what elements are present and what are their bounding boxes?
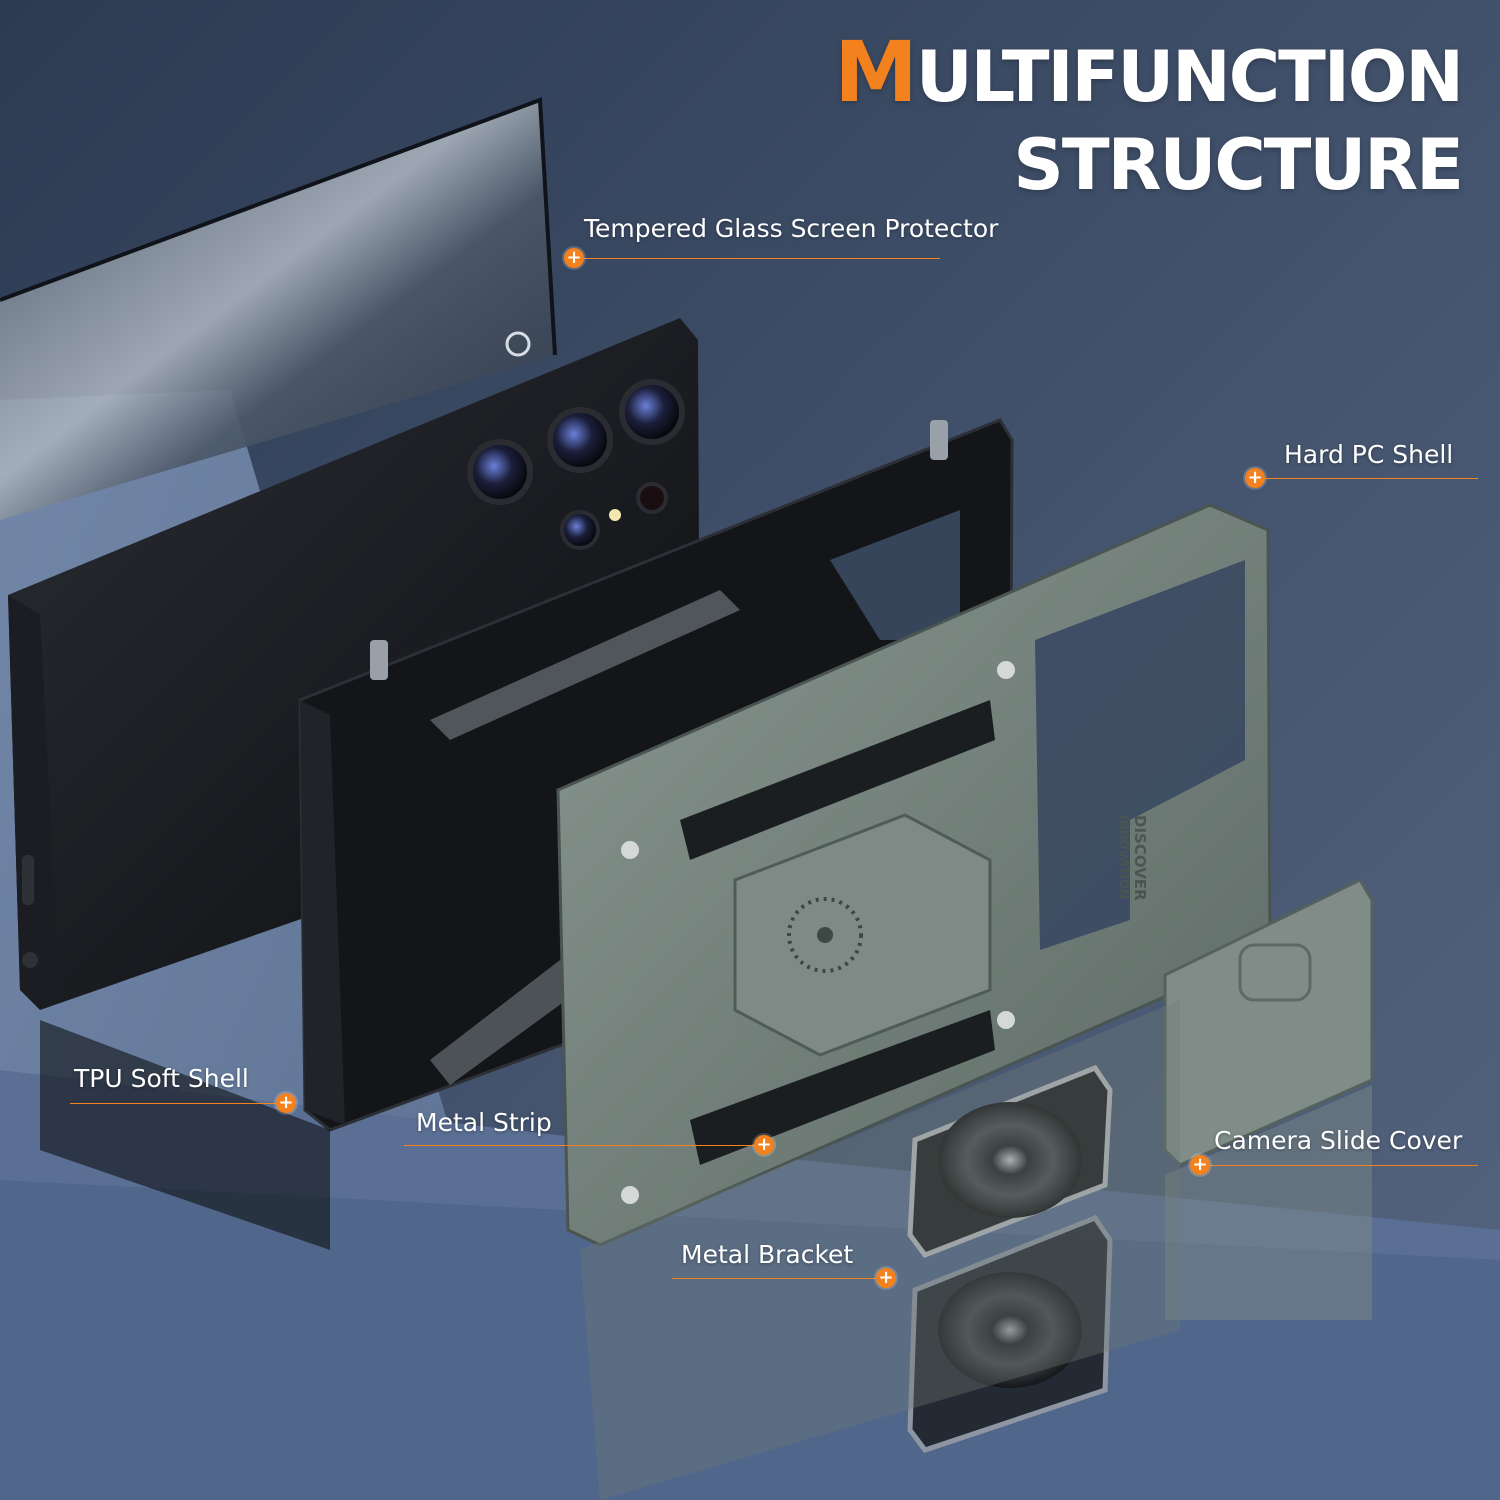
plus-icon: + xyxy=(876,1268,896,1288)
callout-leader xyxy=(70,1103,286,1104)
callout-metal-bracket: Metal Bracket xyxy=(681,1240,854,1269)
embossed-text: INNOVATION xyxy=(1117,815,1131,899)
reflection xyxy=(40,1020,330,1250)
camera-slide-cover xyxy=(1163,878,1374,1320)
camera-lens-icon xyxy=(547,407,613,473)
callout-leader xyxy=(1256,478,1478,479)
flash-icon xyxy=(609,509,621,521)
bumper-corner-icon xyxy=(370,640,388,680)
sensor-icon xyxy=(636,482,668,514)
camera-lens-icon xyxy=(619,379,685,445)
carbon-fiber-texture xyxy=(430,960,580,1085)
s-pen-slot-icon xyxy=(22,952,38,968)
screw-icon xyxy=(997,1011,1015,1029)
callout-tpu-soft-shell: TPU Soft Shell xyxy=(74,1064,249,1093)
usb-port-icon xyxy=(22,855,34,905)
screw-icon xyxy=(621,841,639,859)
reflection xyxy=(580,1000,1180,1500)
plus-icon: + xyxy=(1190,1155,1210,1175)
metal-bracket xyxy=(907,1064,1113,1453)
vent-slot xyxy=(680,700,995,860)
camera-module xyxy=(467,379,685,550)
callout-leader xyxy=(672,1278,886,1279)
camera-cutout xyxy=(830,510,960,640)
callout-camera-slide-cover: Camera Slide Cover xyxy=(1214,1126,1463,1155)
magnetic-mount-icon xyxy=(787,897,863,973)
title-line-1: MULTIFUNCTION xyxy=(834,30,1464,114)
floor-edge xyxy=(0,1180,1500,1500)
plus-icon: + xyxy=(1245,468,1265,488)
tempered-glass-screen-protector xyxy=(0,97,557,520)
screw-icon xyxy=(621,1186,639,1204)
title-rest: ULTIFUNCTION xyxy=(915,36,1464,118)
callout-leader xyxy=(576,258,940,259)
bumper-corner-icon xyxy=(930,420,948,460)
callout-leader xyxy=(1200,1165,1478,1166)
ring-icon xyxy=(938,1102,1082,1218)
callout-leader xyxy=(404,1145,764,1146)
camera-window xyxy=(1035,560,1245,950)
vent-slot xyxy=(690,1010,995,1165)
title-line-2: STRUCTURE xyxy=(1013,124,1464,206)
carbon-fiber-texture xyxy=(430,590,740,740)
camera-lens-icon xyxy=(560,510,600,550)
title-first-letter: M xyxy=(834,23,918,121)
plus-icon: + xyxy=(754,1135,774,1155)
glass-sensor-hole-icon xyxy=(505,331,531,357)
screw-icon xyxy=(997,661,1015,679)
embossed-text: DISCOVER xyxy=(1131,815,1149,901)
callout-hard-pc-shell: Hard PC Shell xyxy=(1284,440,1454,469)
camera-lens-icon xyxy=(467,439,533,505)
slider-grip-icon xyxy=(1238,943,1312,1002)
callout-metal-strip: Metal Strip xyxy=(416,1108,552,1137)
plus-icon: + xyxy=(564,248,584,268)
plus-icon: + xyxy=(276,1093,296,1113)
callout-tempered-glass: Tempered Glass Screen Protector xyxy=(584,214,999,243)
